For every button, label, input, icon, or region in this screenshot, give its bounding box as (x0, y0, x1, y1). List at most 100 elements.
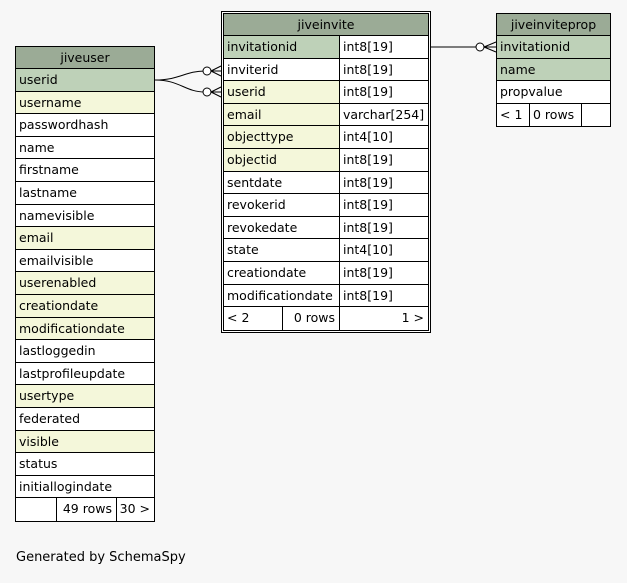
column-type: int8[19] (339, 261, 428, 284)
column-name: inviterid (224, 58, 339, 81)
children-count[interactable] (581, 103, 610, 127)
crowfoot-icon (483, 41, 497, 53)
table-row[interactable]: lastname (16, 181, 154, 205)
table-row[interactable]: visible (16, 430, 154, 454)
table-row[interactable]: email (16, 227, 154, 250)
column-name: username (16, 91, 154, 114)
table-row[interactable]: propvalue (497, 81, 610, 104)
column-name: creationdate (16, 294, 154, 317)
table-row[interactable]: status (16, 453, 154, 476)
table-title[interactable]: jiveinviteprop (497, 14, 610, 36)
table-row[interactable]: invitationid (497, 36, 610, 59)
parents-count[interactable]: < 2 (224, 307, 282, 330)
table-row[interactable]: usertype (16, 385, 154, 408)
row-count: 0 rows (529, 103, 581, 127)
children-count[interactable]: 1 > (339, 307, 428, 330)
column-type: int4[10] (339, 126, 428, 148)
crowfoot-icon (210, 65, 222, 77)
table-row[interactable]: name (497, 58, 610, 82)
table-title[interactable]: jiveinvite (224, 14, 428, 36)
column-name: email (224, 103, 339, 126)
table-row[interactable]: passwordhash (16, 114, 154, 137)
children-count[interactable]: 30 > (116, 498, 154, 521)
table-row[interactable]: firstname (16, 159, 154, 182)
column-type: int4[10] (339, 239, 428, 261)
column-name: passwordhash (16, 114, 154, 136)
column-name: email (16, 227, 154, 249)
crowfoot-icon (210, 86, 222, 98)
table-row[interactable]: lastloggedin (16, 340, 154, 363)
column-name: name (497, 58, 610, 81)
column-name: emailvisible (16, 249, 154, 272)
column-name: userenabled (16, 272, 154, 294)
column-name: userid (224, 81, 339, 103)
table-row[interactable]: modificationdate (16, 317, 154, 341)
parents-count[interactable] (16, 498, 56, 521)
column-type: int8[19] (339, 148, 428, 171)
column-name: state (224, 239, 339, 261)
table-row[interactable]: federated (16, 407, 154, 431)
column-type: int8[19] (339, 194, 428, 216)
column-name: modificationdate (16, 317, 154, 340)
column-name: invitationid (497, 36, 610, 58)
table-row[interactable]: userenabled (16, 272, 154, 295)
column-type: int8[19] (339, 171, 428, 194)
column-name: objecttype (224, 126, 339, 148)
column-name: initiallogindate (16, 475, 154, 498)
table-row[interactable]: name (16, 136, 154, 160)
column-name: lastloggedin (16, 340, 154, 362)
table-row[interactable]: emailvisible (16, 249, 154, 273)
column-name: visible (16, 430, 154, 453)
table-row[interactable]: creationdate (16, 294, 154, 318)
row-count: 49 rows (56, 498, 116, 521)
table-row[interactable]: userid (16, 69, 154, 92)
column-name: revokedate (224, 216, 339, 239)
table-row[interactable]: lastprofileupdate (16, 362, 154, 386)
column-type: int8[19] (339, 58, 428, 81)
link-userid-userid (154, 79, 206, 93)
column-name: lastprofileupdate (16, 362, 154, 385)
column-name: objectid (224, 148, 339, 171)
column-type: int8[19] (339, 36, 428, 58)
generated-by-label: Generated by SchemaSpy (16, 550, 186, 565)
column-name: modificationdate (224, 284, 339, 307)
column-type: varchar[254] (339, 103, 428, 126)
column-type: int8[19] (339, 284, 428, 307)
parents-count[interactable]: < 1 (497, 103, 529, 127)
column-name: usertype (16, 385, 154, 407)
table-row[interactable]: namevisible (16, 204, 154, 228)
column-type: int8[19] (339, 216, 428, 239)
link-end-optional-icon (475, 42, 485, 52)
link-userid-inviterid (154, 70, 206, 81)
column-name: creationdate (224, 261, 339, 284)
column-type: int8[19] (339, 81, 428, 103)
table-row[interactable]: initiallogindate (16, 475, 154, 499)
column-name: invitationid (224, 36, 339, 58)
column-name: federated (16, 407, 154, 430)
column-name: revokerid (224, 194, 339, 216)
table-row[interactable]: username (16, 91, 154, 115)
column-name: propvalue (497, 81, 610, 103)
table-title[interactable]: jiveuser (16, 47, 154, 69)
